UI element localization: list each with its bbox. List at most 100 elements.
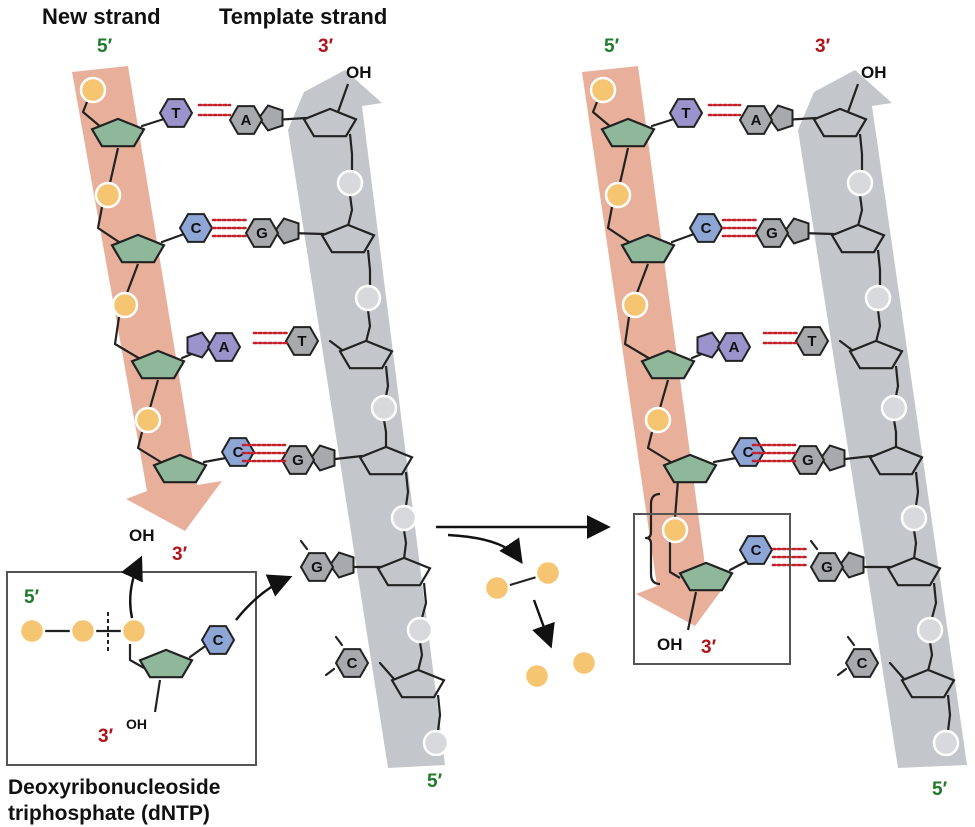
template-phosphate: [406, 616, 434, 644]
base-substituent: [836, 667, 848, 677]
free-phosphate-2: [570, 649, 598, 677]
free-phosphate-1: [523, 662, 551, 690]
pyrophosphate-p1: [483, 574, 511, 602]
right-new-oh: OH: [657, 635, 683, 654]
backbone-bond: [436, 694, 442, 732]
right-new-phosphate: [661, 516, 689, 544]
backbone-bond: [856, 194, 864, 227]
template-phosphate: [880, 394, 908, 422]
backbone-bond: [348, 133, 354, 171]
left-template-base-G: [244, 218, 280, 248]
right-new-3oh-bond: [686, 591, 698, 631]
right-new-base-T: [668, 98, 704, 128]
template-phosphate: [422, 729, 450, 757]
backbone-bond: [892, 419, 898, 448]
base-letter: C: [857, 655, 868, 672]
base-letter: A: [219, 339, 230, 356]
arrow-dntp-to-strand: [235, 574, 293, 621]
backbone-bond: [946, 694, 952, 732]
backbone-bond: [914, 471, 920, 507]
backbone-bond: [606, 206, 633, 245]
left-template-base-A: [228, 105, 264, 135]
right-new-base-A-ring5: [696, 331, 723, 359]
left-template-base-A-ring5: [257, 104, 284, 132]
dntp-3prime: 3′: [98, 726, 114, 747]
deoxyribose-sugar: [130, 349, 186, 380]
deoxyribose-sugar: [90, 117, 146, 148]
base-substituent: [324, 667, 336, 677]
template-sugar: [900, 668, 956, 699]
backbone-bond: [912, 529, 918, 560]
template-sugar: [358, 445, 414, 476]
backbone-bond: [160, 232, 186, 244]
right-template-base-G: [809, 552, 845, 582]
template-sugar: [376, 556, 432, 587]
right-template-base-A: [738, 105, 774, 135]
left-new-base-A-ring5: [186, 331, 213, 359]
right-new-phosphate: [604, 181, 632, 209]
dntp-base-C: [200, 625, 236, 655]
right-template-base-A-ring5: [767, 104, 794, 132]
right-template-5prime: 5′: [932, 779, 948, 800]
pyrophosphate-p2: [534, 559, 562, 587]
backbone-bond: [650, 117, 676, 128]
arrow-to-phosphates: [532, 599, 555, 649]
template-sugar: [868, 445, 924, 476]
backbone-bond: [874, 309, 882, 343]
base-substituent: [846, 635, 856, 647]
base-letter: G: [802, 452, 814, 469]
arrow-to-pyrophosphate: [447, 533, 523, 564]
dntp-phosphate-beta: [69, 617, 97, 645]
template-phosphate: [336, 169, 364, 197]
template-sugar: [390, 668, 446, 699]
backbone-bond: [416, 641, 424, 672]
base-letter: A: [729, 339, 740, 356]
dntp-phosphate-alpha: [120, 617, 148, 645]
backbone-bond: [328, 339, 344, 352]
dntp-3oh-bond: [153, 679, 162, 713]
backbone-bond: [858, 133, 864, 171]
backbone-bond: [930, 582, 938, 619]
right-new-phosphate: [621, 291, 649, 319]
left-template-base-G: [299, 552, 335, 582]
right-new-base-C-added: [738, 535, 774, 565]
right-template-base-G: [790, 445, 826, 475]
right-template-base-G-ring5: [819, 444, 846, 472]
base-letter: A: [751, 112, 762, 129]
dntp-5prime: 5′: [24, 587, 40, 608]
template-phosphate: [390, 504, 418, 532]
base-letter: G: [292, 452, 304, 469]
template-sugar: [338, 339, 394, 370]
backbone-bond: [382, 419, 388, 448]
dntp-phosphate-gamma: [18, 617, 46, 645]
backbone-bond: [646, 431, 675, 465]
backbone-bond: [148, 379, 160, 409]
left-template-base-C: [334, 648, 370, 678]
dntp-caption-line2: triphosphate (dNTP): [8, 802, 210, 825]
base-letter: T: [297, 333, 306, 350]
backbone-bond: [658, 379, 670, 409]
dntp-oh: OH: [126, 716, 147, 732]
backbone-bond: [113, 316, 143, 361]
backbone-bond: [591, 101, 613, 129]
base-letter: G: [821, 559, 833, 576]
right-template-oh: OH: [861, 63, 887, 82]
right-new-phosphate: [644, 406, 672, 434]
base-substituent: [809, 539, 819, 551]
left-template-oh: OH: [346, 63, 372, 82]
base-letter: G: [256, 225, 268, 242]
left-new-phosphate: [94, 181, 122, 209]
backbone-bond: [926, 641, 934, 672]
backbone-bond: [623, 316, 653, 361]
backbone-bond: [108, 147, 120, 184]
base-letter: A: [241, 112, 252, 129]
left-new-3prime: 3′: [172, 544, 188, 565]
right-new-phosphate: [589, 76, 617, 104]
backbone-bond: [635, 263, 650, 294]
right-template-3prime: 3′: [815, 36, 831, 57]
template-sugar: [886, 556, 942, 587]
deoxyribose-sugar: [662, 453, 718, 484]
left-new-phosphate: [79, 76, 107, 104]
template-sugar: [848, 339, 904, 370]
base-letter: C: [701, 220, 712, 237]
